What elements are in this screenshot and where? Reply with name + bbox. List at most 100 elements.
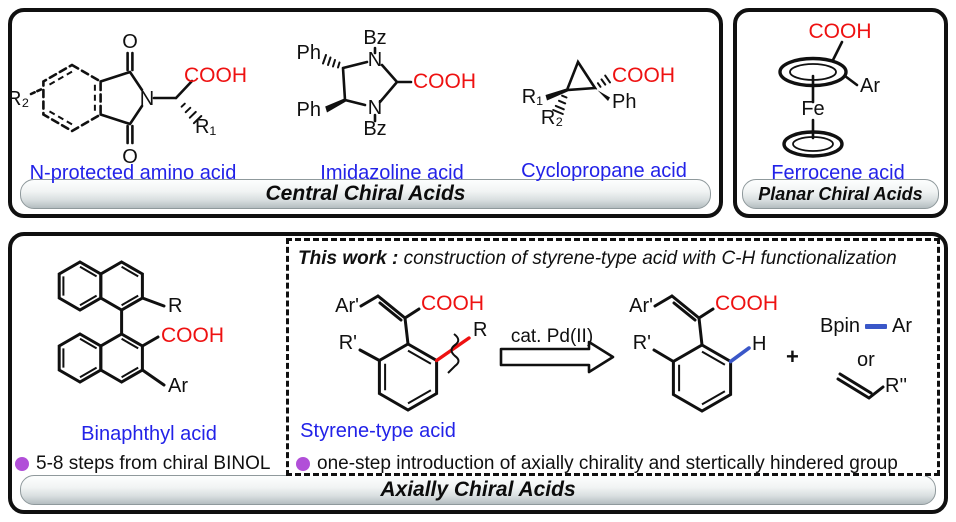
atom-n: N [140, 88, 154, 110]
this-work-title-rest: construction of styrene-type acid with C… [398, 248, 897, 269]
r1-wedge [545, 88, 568, 101]
r2-hash-wedge [552, 94, 568, 115]
r2-bond [29, 87, 44, 96]
atom-h: H [752, 333, 766, 355]
benzene-inner [384, 349, 432, 405]
central-banner: Central Chiral Acids [20, 179, 711, 209]
cooh-hash-wedge [596, 74, 611, 88]
atom-cooh: COOH [184, 64, 247, 87]
ferrocene-structure: COOH Ar Fe [778, 20, 880, 158]
atom-r-prime: R' [633, 332, 651, 354]
atom-r2: R₂ [7, 88, 29, 110]
atom-cooh: COOH [421, 292, 484, 315]
this-work-title-bold: This work : [298, 248, 399, 269]
binaphthyl-structure: R COOH Ar [57, 260, 224, 397]
ferrocene-label: Ferrocene acid [771, 162, 905, 184]
cp-ring-top-inner [789, 63, 837, 81]
styrene-acid-structure: Ar' R' COOH R [335, 292, 487, 412]
atom-r: R [473, 319, 487, 341]
atom-r-prime: R' [339, 332, 357, 354]
product-structure: Ar' R' COOH H [629, 292, 778, 413]
r1-hash-wedge [180, 102, 203, 125]
atom-bz-bottom: Bz [363, 118, 386, 140]
atom-ar-prime: Ar' [335, 295, 359, 317]
alkene-bonds [836, 372, 885, 400]
atom-r-double-prime: R'' [885, 375, 907, 397]
alkene-reagent: R'' [836, 372, 907, 400]
atom-ar: Ar [860, 75, 880, 97]
r-axial-bond-red [434, 336, 471, 363]
central-chiral-acids-panel: Central Chiral Acids [8, 8, 723, 218]
imidazoline-label: Imidazoline acid [320, 162, 464, 184]
benzene-inner [678, 350, 726, 406]
naphthalene-top-ringR [99, 260, 144, 312]
binaphthyl-bullet: 5-8 steps from chiral BINOL [36, 453, 271, 474]
cyclopropane-ring [565, 59, 598, 92]
cp-ring-bottom [782, 130, 844, 158]
central-banner-label: Central Chiral Acids [265, 182, 466, 205]
bullet-dot [296, 457, 310, 471]
reaction-arrow: cat. Pd(II) [499, 326, 615, 374]
atom-cooh: COOH [413, 70, 476, 93]
imide-ring-bonds [99, 70, 194, 126]
axial-banner: Axially Chiral Acids [20, 475, 936, 505]
atom-ph-bottom: Ph [297, 99, 321, 121]
atom-ar: Ar [168, 375, 188, 397]
binaphthyl-label: Binaphthyl acid [81, 423, 217, 445]
planar-banner-label: Planar Chiral Acids [758, 183, 923, 204]
cp-ring-bottom-inner [792, 136, 834, 152]
cp-ring-top [778, 56, 848, 88]
benzene-ring [671, 343, 733, 413]
atom-cooh: COOH [161, 324, 224, 347]
imidazoline-structure: Bz N N Bz Ph Ph COOH [297, 27, 476, 140]
b-ar-bond-blue [865, 324, 888, 329]
arrow-condition-label: cat. Pd(II) [511, 326, 593, 347]
block-arrow [499, 340, 615, 374]
cyclopropane-label: Cyclopropane acid [521, 160, 687, 182]
atom-n-top: N [368, 49, 382, 71]
ph-bottom-wedge [325, 98, 347, 113]
naphthalene-bottom-ringL [57, 332, 103, 384]
atom-fe: Fe [801, 98, 824, 120]
bullet-dot [15, 457, 29, 471]
atom-o-bottom: O [122, 146, 138, 168]
atom-r: R [168, 295, 182, 317]
cyclopropane-structure: R₁ R₂ COOH Ph [522, 59, 675, 129]
ar-label: Ar [892, 315, 913, 337]
vinyl-bonds [652, 294, 715, 363]
benzo-ring-inner [48, 70, 96, 126]
atom-r1: R₁ [195, 116, 216, 138]
imidazoline-bonds [341, 46, 413, 123]
atom-cooh: COOH [612, 64, 675, 87]
atom-r1: R₁ [522, 86, 543, 108]
atom-ph-top: Ph [297, 42, 321, 64]
benzene-ring [377, 342, 439, 412]
planar-banner: Planar Chiral Acids [742, 179, 939, 209]
squiggle-rotation-mark [447, 333, 460, 374]
atom-bz-top: Bz [363, 27, 386, 49]
atom-r2: R₂ [541, 107, 563, 129]
ph-top-hash-wedge [322, 54, 341, 69]
atom-cooh: COOH [809, 20, 872, 43]
bpin-label: Bpin [820, 315, 861, 337]
ferrocene-bonds [811, 40, 859, 140]
axial-banner-label: Axially Chiral Acids [380, 478, 576, 501]
this-work-bullet: one-step introduction of axially chirali… [317, 453, 898, 474]
bpin-ar-reagent: Bpin Ar [820, 315, 912, 338]
styrene-label: Styrene-type acid [300, 420, 456, 442]
naphthalene-top-ringL [57, 260, 103, 312]
this-work-title: This work : construction of styrene-type… [298, 248, 897, 270]
vinyl-bonds [358, 294, 421, 362]
atom-o-top: O [122, 31, 138, 53]
ph-wedge [594, 86, 610, 101]
c-h-bond-blue [728, 346, 751, 364]
substituent-bonds [140, 296, 166, 387]
atom-cooh: COOH [715, 292, 778, 315]
naphthalene-bottom-ringR [99, 332, 144, 384]
aromatic-inner-lines [62, 265, 139, 379]
phthalimide-label: N-protected amino acid [29, 162, 237, 184]
plus-sign: + [786, 344, 799, 369]
benzo-ring-dashed [42, 63, 102, 133]
carbonyl-double-bonds [126, 51, 134, 145]
